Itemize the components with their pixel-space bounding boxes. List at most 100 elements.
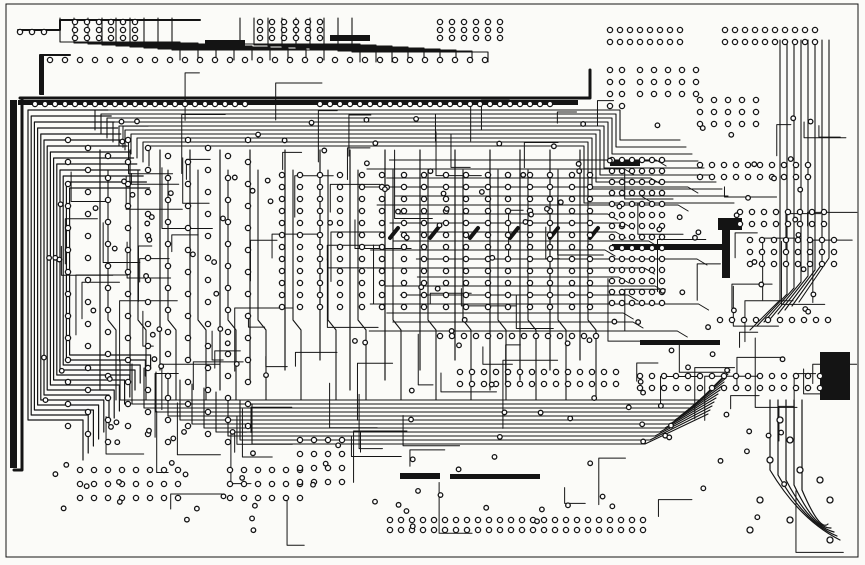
solder-pad <box>251 502 258 509</box>
solder-pad <box>146 494 154 502</box>
solder-pad <box>672 384 680 392</box>
solder-pad <box>124 356 132 364</box>
solder-pad <box>731 26 739 34</box>
solder-pad <box>181 56 189 64</box>
wander-trace <box>326 244 385 261</box>
lower-bus-trace <box>131 363 729 405</box>
solder-pad <box>310 436 318 444</box>
solder-pad <box>810 291 817 298</box>
solder-pad <box>321 147 328 154</box>
solder-pad <box>376 56 384 64</box>
solder-pad <box>316 56 324 64</box>
solder-pad <box>648 255 656 263</box>
wander-trace <box>598 457 626 506</box>
board-outline <box>5 3 859 558</box>
wander-trace <box>807 211 858 227</box>
copper-pours <box>10 35 850 479</box>
solder-pad <box>804 161 812 169</box>
solder-pad <box>84 188 92 196</box>
solder-pad <box>740 316 748 324</box>
solder-pad <box>792 384 800 392</box>
solder-pad <box>442 279 450 287</box>
solder-pad <box>296 183 304 191</box>
left-top-trace <box>39 54 71 95</box>
solder-pad <box>316 171 324 179</box>
wander-trace <box>181 113 226 174</box>
solder-pad <box>786 436 794 444</box>
top-connector-trace <box>101 17 235 61</box>
solder-pad <box>656 38 664 46</box>
solder-pad <box>792 161 800 169</box>
solder-pad <box>568 255 576 263</box>
solder-pad <box>64 202 72 210</box>
solder-pad <box>462 219 470 227</box>
solder-pad <box>460 26 468 34</box>
solder-pad <box>144 220 151 227</box>
wander-trace <box>171 234 199 253</box>
solder-pad <box>420 255 428 263</box>
solder-pad <box>324 478 332 486</box>
solder-pad <box>666 26 674 34</box>
solder-pad <box>308 119 315 126</box>
solder-pad <box>526 255 534 263</box>
solder-pad <box>466 56 474 64</box>
solder-pad <box>618 255 626 263</box>
solder-pad <box>746 236 754 244</box>
solder-pad <box>437 492 444 498</box>
solder-pad <box>84 342 92 350</box>
solder-pad <box>612 380 620 388</box>
solder-pad <box>618 288 626 296</box>
solder-pad <box>324 436 332 444</box>
solder-pad <box>504 303 512 311</box>
wander-trace <box>176 402 221 456</box>
wander-trace <box>75 274 129 336</box>
solder-pad <box>756 496 764 504</box>
curved-trace <box>777 399 838 537</box>
solder-pad <box>546 267 554 275</box>
solder-pad <box>784 220 792 228</box>
solder-pad <box>816 476 824 484</box>
solder-pad <box>184 246 192 254</box>
solder-pad <box>420 291 428 299</box>
solder-pad <box>771 175 777 182</box>
wander-trace <box>803 368 827 395</box>
wander-trace <box>130 172 180 185</box>
solder-pad <box>752 120 760 128</box>
solder-pad <box>496 433 503 440</box>
solder-pad <box>224 394 232 402</box>
solder-pad <box>628 516 636 524</box>
solder-pad <box>768 372 776 380</box>
wander-trace <box>694 367 736 420</box>
solder-pad <box>358 255 366 263</box>
solder-pad <box>804 173 812 181</box>
solder-pad <box>442 171 450 179</box>
wander-trace <box>656 238 707 293</box>
solder-pad <box>455 466 462 473</box>
solder-pad <box>617 516 625 524</box>
solder-pad <box>296 219 304 227</box>
solder-pad <box>336 303 344 311</box>
solder-pad <box>648 266 656 274</box>
solder-pad <box>771 26 779 34</box>
solder-pad <box>16 28 24 36</box>
solder-pad <box>751 26 759 34</box>
solder-pad <box>792 216 799 223</box>
solder-pad <box>61 100 69 108</box>
solder-pad <box>540 516 548 524</box>
solder-pad <box>256 34 264 42</box>
solder-pad <box>592 332 600 340</box>
solder-pad <box>282 480 290 488</box>
solder-pad <box>586 207 594 215</box>
solder-pad <box>256 56 264 64</box>
solder-pad <box>650 78 658 86</box>
solder-pad <box>484 195 492 203</box>
solder-pad <box>171 100 179 108</box>
solder-pad <box>507 516 515 524</box>
solder-pad <box>104 196 112 204</box>
wander-trace <box>409 449 446 467</box>
solder-pad <box>442 219 450 227</box>
solder-pad <box>792 173 800 181</box>
solder-pad <box>638 266 646 274</box>
solder-pad <box>440 190 447 197</box>
solder-pad <box>52 254 59 261</box>
